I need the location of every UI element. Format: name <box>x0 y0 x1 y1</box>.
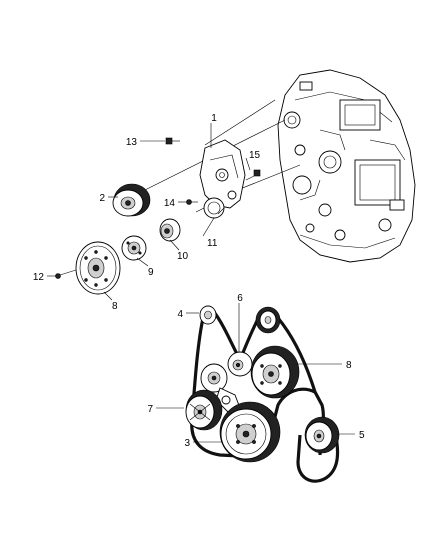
crankshaft-pulley-upper <box>75 241 121 295</box>
crankshaft-damper-3 <box>219 401 281 463</box>
callout-14: 14 <box>164 198 176 209</box>
bolt-15 <box>245 169 261 181</box>
idler-pulley-4 <box>199 305 217 325</box>
callout-13: 13 <box>126 137 138 148</box>
callout-2: 2 <box>99 193 105 204</box>
callout-8-upper: 8 <box>112 301 118 312</box>
callout-8-lower: 8 <box>346 360 352 371</box>
callout-6: 6 <box>237 293 243 304</box>
callout-4: 4 <box>177 309 183 320</box>
callout-3: 3 <box>184 438 190 449</box>
callout-9: 9 <box>148 267 154 278</box>
bolt-13 <box>165 137 180 145</box>
bolt-12 <box>55 269 77 279</box>
callout-5: 5 <box>359 430 365 441</box>
bolt-14 <box>186 199 198 205</box>
engine-block-front-cover <box>277 69 416 263</box>
pulley-5 <box>304 416 340 454</box>
bearing-11 <box>195 197 225 219</box>
callout-10: 10 <box>177 251 189 262</box>
callout-1: 1 <box>211 113 217 124</box>
callout-15: 15 <box>249 150 261 161</box>
callout-12: 12 <box>33 272 45 283</box>
callout-11: 11 <box>207 238 218 249</box>
accessory-pulley-7 <box>185 389 223 431</box>
mounting-bracket <box>199 139 246 209</box>
belt-tensioner <box>200 363 241 413</box>
callout-labels: 1 13 15 2 14 11 10 9 12 8 4 6 8 7 3 5 <box>33 113 365 449</box>
toothed-idler-pulley <box>112 183 151 217</box>
serpentine-belt-assembly <box>185 305 340 483</box>
idler-pulley-top <box>255 306 281 334</box>
idler-pulley-6 <box>227 351 253 377</box>
fan-pulley-lower <box>250 345 300 399</box>
leader-lines <box>47 123 355 443</box>
hub-9 <box>121 235 147 261</box>
bearing-10 <box>159 218 181 242</box>
callout-7: 7 <box>147 404 153 415</box>
